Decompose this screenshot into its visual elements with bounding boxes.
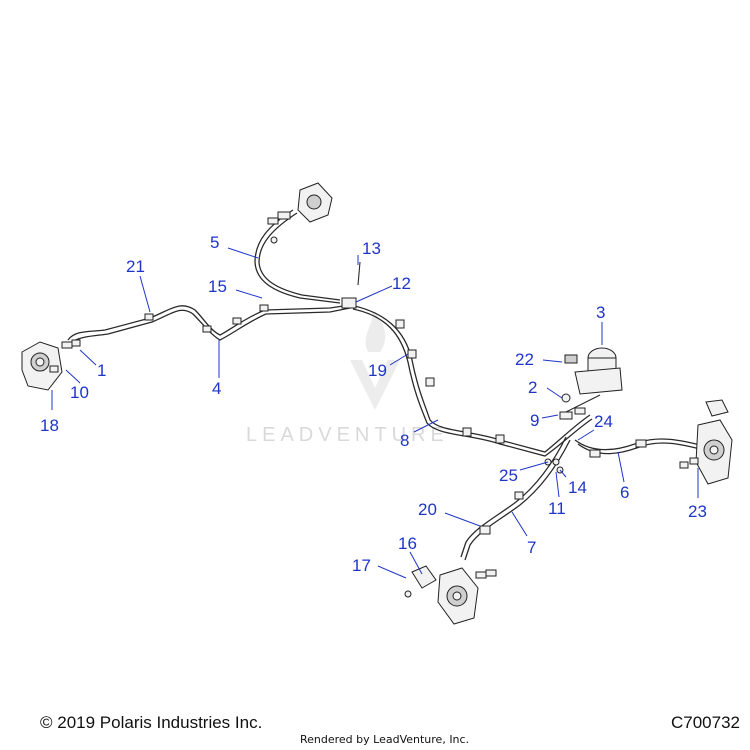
line-clips	[144, 304, 505, 444]
clip	[589, 449, 601, 458]
callout-7: 7	[527, 538, 536, 557]
clip	[479, 525, 491, 535]
diagram-code: C700732	[670, 713, 740, 732]
copyright-text: © 2019 Polaris Industries Inc.	[40, 713, 263, 732]
callout-23: 23	[688, 502, 707, 521]
callout-18: 18	[40, 416, 59, 435]
top-bracket-assembly	[267, 182, 333, 244]
callout-1: 1	[97, 361, 106, 380]
callout-22: 22	[515, 350, 534, 369]
clip	[635, 439, 647, 448]
callout-14: 14	[568, 478, 587, 497]
callout-15: 15	[208, 277, 227, 296]
callout-19: 19	[368, 361, 387, 380]
left-rear-caliper	[404, 565, 497, 625]
callout-20: 20	[418, 500, 437, 519]
callout-8: 8	[400, 431, 409, 450]
callout-9: 9	[530, 411, 539, 430]
callout-17: 17	[352, 556, 371, 575]
rendered-by-text: Rendered by LeadVenture, Inc.	[300, 733, 470, 746]
callout-10: 10	[70, 383, 89, 402]
right-rear-caliper	[679, 399, 733, 485]
callout-4: 4	[212, 379, 221, 398]
callout-21: 21	[126, 257, 145, 276]
bolt	[357, 261, 361, 286]
callout-labels: 1 2 3 4 5 6 7 8 9 10 11 12 13 14 15 16 1…	[40, 233, 707, 575]
junction-block	[341, 297, 357, 309]
watermark-logo	[350, 310, 400, 410]
left-front-caliper	[21, 339, 81, 391]
callout-3: 3	[596, 303, 605, 322]
callout-12: 12	[392, 274, 411, 293]
callout-6: 6	[620, 483, 629, 502]
leader-lines	[51, 247, 699, 579]
watermark-text: LEADVENTURE	[246, 424, 449, 446]
callout-5: 5	[210, 233, 219, 252]
callout-25: 25	[499, 466, 518, 485]
callout-2: 2	[528, 378, 537, 397]
callout-16: 16	[398, 534, 417, 553]
clip	[514, 491, 524, 500]
callout-11: 11	[548, 499, 566, 518]
callout-24: 24	[594, 412, 613, 431]
callout-13: 13	[362, 239, 381, 258]
master-cylinder	[564, 347, 623, 395]
